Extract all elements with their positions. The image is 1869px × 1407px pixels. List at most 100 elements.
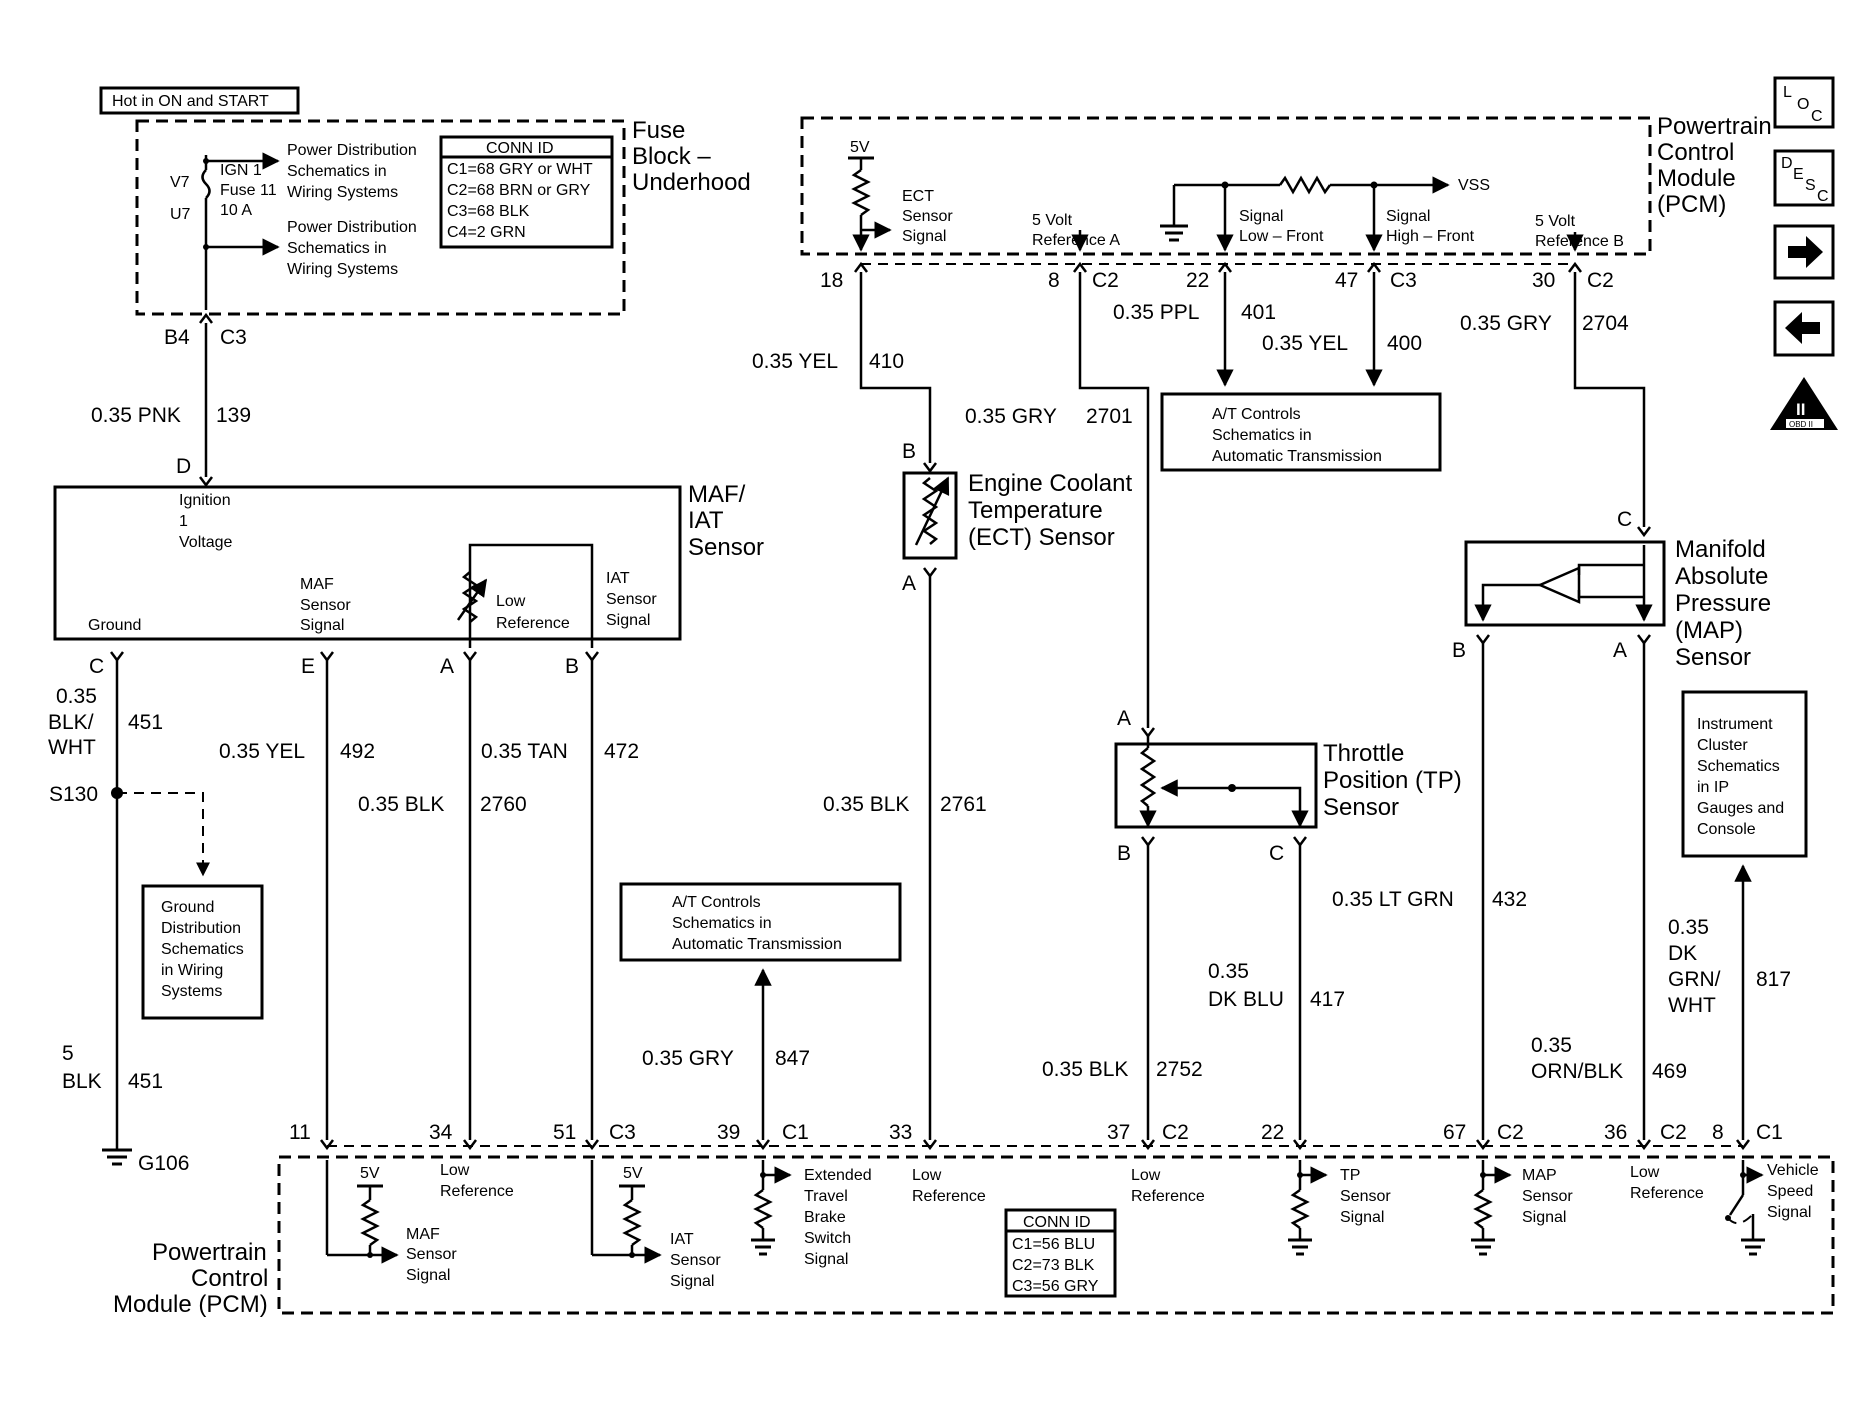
svg-text:Travel: Travel bbox=[804, 1188, 848, 1205]
svg-text:Fuse: Fuse bbox=[632, 117, 685, 144]
svg-text:Fuse 11: Fuse 11 bbox=[220, 182, 277, 199]
svg-text:B: B bbox=[565, 655, 579, 678]
svg-text:(MAP): (MAP) bbox=[1675, 617, 1743, 644]
svg-text:O: O bbox=[1797, 96, 1809, 113]
svg-text:Power Distribution: Power Distribution bbox=[287, 142, 417, 159]
svg-text:C3: C3 bbox=[609, 1121, 636, 1144]
power-distribution-ref-1[interactable]: Power Distribution Schematics in Wiring … bbox=[287, 142, 417, 201]
svg-text:ORN/BLK: ORN/BLK bbox=[1531, 1060, 1623, 1083]
svg-text:C3: C3 bbox=[220, 326, 247, 349]
obd-ii-icon[interactable]: II OBD II bbox=[1770, 377, 1838, 430]
svg-text:Instrument: Instrument bbox=[1697, 716, 1773, 733]
svg-text:B: B bbox=[902, 440, 916, 463]
svg-text:Sensor: Sensor bbox=[1675, 644, 1751, 671]
svg-text:Automatic Transmission: Automatic Transmission bbox=[672, 936, 842, 953]
fuse-block-underhood: Fuse Block – Underhood bbox=[135, 117, 751, 316]
svg-text:5: 5 bbox=[62, 1042, 74, 1065]
svg-text:47: 47 bbox=[1335, 269, 1358, 292]
svg-text:2752: 2752 bbox=[1156, 1058, 1203, 1081]
svg-text:WHT: WHT bbox=[48, 736, 96, 759]
svg-text:Sensor: Sensor bbox=[300, 597, 351, 614]
svg-text:Brake: Brake bbox=[804, 1209, 846, 1226]
svg-text:Ignition: Ignition bbox=[179, 492, 231, 509]
svg-text:67: 67 bbox=[1443, 1121, 1466, 1144]
svg-text:Schematics in: Schematics in bbox=[1212, 427, 1312, 444]
svg-text:2701: 2701 bbox=[1086, 405, 1133, 428]
svg-text:Sensor: Sensor bbox=[406, 1246, 457, 1263]
svg-text:Position (TP): Position (TP) bbox=[1323, 767, 1462, 794]
svg-text:8: 8 bbox=[1712, 1121, 1724, 1144]
svg-text:Sensor: Sensor bbox=[688, 534, 764, 561]
svg-text:Power Distribution: Power Distribution bbox=[287, 219, 417, 236]
svg-text:Schematics: Schematics bbox=[1697, 758, 1780, 775]
svg-text:in IP: in IP bbox=[1697, 779, 1729, 796]
svg-text:OBD II: OBD II bbox=[1789, 420, 1813, 429]
svg-text:451: 451 bbox=[128, 711, 163, 734]
svg-text:Extended: Extended bbox=[804, 1167, 872, 1184]
svg-text:Temperature: Temperature bbox=[968, 497, 1103, 524]
svg-text:39: 39 bbox=[717, 1121, 740, 1144]
svg-text:C2: C2 bbox=[1660, 1121, 1687, 1144]
svg-text:Block –: Block – bbox=[632, 143, 711, 170]
svg-text:D: D bbox=[1781, 155, 1793, 172]
svg-text:V7: V7 bbox=[170, 174, 190, 191]
at-controls-box-bottom[interactable]: A/T Controls Schematics in Automatic Tra… bbox=[619, 882, 902, 962]
wire-417: 0.35 DK BLU 417 bbox=[1208, 845, 1345, 1140]
svg-text:492: 492 bbox=[340, 740, 375, 763]
svg-text:0.35 PPL: 0.35 PPL bbox=[1113, 301, 1199, 324]
svg-text:34: 34 bbox=[429, 1121, 453, 1144]
svg-text:IAT: IAT bbox=[670, 1231, 694, 1248]
svg-text:0.35: 0.35 bbox=[1531, 1034, 1572, 1057]
wire-451-ground: 0.35 BLK/ WHT 451 S130 5 BLK 451 G106 bbox=[48, 660, 210, 1175]
wire-2704: 0.35 GRY 2704 bbox=[1460, 272, 1651, 538]
svg-text:Signal: Signal bbox=[1522, 1209, 1566, 1226]
maf-iat-pins: C E A B bbox=[89, 651, 599, 678]
svg-text:Low: Low bbox=[1131, 1167, 1161, 1184]
svg-text:2761: 2761 bbox=[940, 793, 987, 816]
svg-text:DK BLU: DK BLU bbox=[1208, 988, 1284, 1011]
wire-400: 0.35 YEL 400 bbox=[1262, 272, 1422, 387]
svg-text:E: E bbox=[1793, 166, 1804, 183]
svg-text:51: 51 bbox=[553, 1121, 576, 1144]
svg-text:5V: 5V bbox=[850, 139, 870, 156]
wire-2701: 0.35 GRY 2701 bbox=[965, 272, 1155, 739]
instrument-cluster-box[interactable]: Instrument Cluster Schematics in IP Gaug… bbox=[1681, 690, 1808, 858]
svg-text:Throttle: Throttle bbox=[1323, 740, 1404, 767]
desc-icon[interactable]: D E S C bbox=[1773, 149, 1835, 207]
svg-text:Systems: Systems bbox=[161, 983, 222, 1000]
svg-text:S130: S130 bbox=[49, 783, 98, 806]
svg-text:MAF: MAF bbox=[300, 576, 334, 593]
svg-text:0.35 GRY: 0.35 GRY bbox=[965, 405, 1057, 428]
svg-text:0.35 YEL: 0.35 YEL bbox=[1262, 332, 1348, 355]
svg-text:Reference B: Reference B bbox=[1535, 233, 1624, 250]
svg-text:High – Front: High – Front bbox=[1386, 228, 1475, 245]
svg-text:Module: Module bbox=[1657, 165, 1736, 192]
svg-text:Low: Low bbox=[1630, 1164, 1660, 1181]
back-arrow-icon[interactable] bbox=[1773, 300, 1835, 357]
svg-text:Switch: Switch bbox=[804, 1230, 851, 1247]
svg-text:Signal: Signal bbox=[300, 617, 344, 634]
ground-distribution-box[interactable]: Ground Distribution Schematics in Wiring… bbox=[141, 884, 264, 1020]
svg-text:D: D bbox=[176, 455, 191, 478]
wire-2761: 0.35 BLK 2761 bbox=[823, 576, 987, 1140]
power-distribution-ref-2[interactable]: Power Distribution Schematics in Wiring … bbox=[287, 219, 417, 278]
svg-text:Hot in ON and START: Hot in ON and START bbox=[112, 93, 269, 110]
svg-text:Ground: Ground bbox=[161, 899, 214, 916]
svg-text:Low: Low bbox=[440, 1162, 470, 1179]
svg-text:Distribution: Distribution bbox=[161, 920, 241, 937]
loc-icon[interactable]: L O C bbox=[1773, 76, 1835, 129]
fuse-ign1: V7 U7 IGN 1 Fuse 11 10 A bbox=[170, 152, 280, 310]
svg-text:Gauges and: Gauges and bbox=[1697, 800, 1784, 817]
svg-text:0.35 YEL: 0.35 YEL bbox=[752, 350, 838, 373]
svg-text:Schematics in: Schematics in bbox=[287, 240, 387, 257]
svg-text:410: 410 bbox=[869, 350, 904, 373]
svg-text:C: C bbox=[1617, 508, 1632, 531]
svg-text:Engine Coolant: Engine Coolant bbox=[968, 470, 1132, 497]
svg-text:C2=68 BRN or GRY: C2=68 BRN or GRY bbox=[447, 182, 591, 199]
svg-text:C1=68 GRY or WHT: C1=68 GRY or WHT bbox=[447, 161, 593, 178]
next-arrow-icon[interactable] bbox=[1773, 224, 1835, 280]
at-controls-box-top[interactable]: A/T Controls Schematics in Automatic Tra… bbox=[1160, 392, 1442, 472]
svg-text:G106: G106 bbox=[138, 1152, 189, 1175]
svg-text:Schematics in: Schematics in bbox=[672, 915, 772, 932]
